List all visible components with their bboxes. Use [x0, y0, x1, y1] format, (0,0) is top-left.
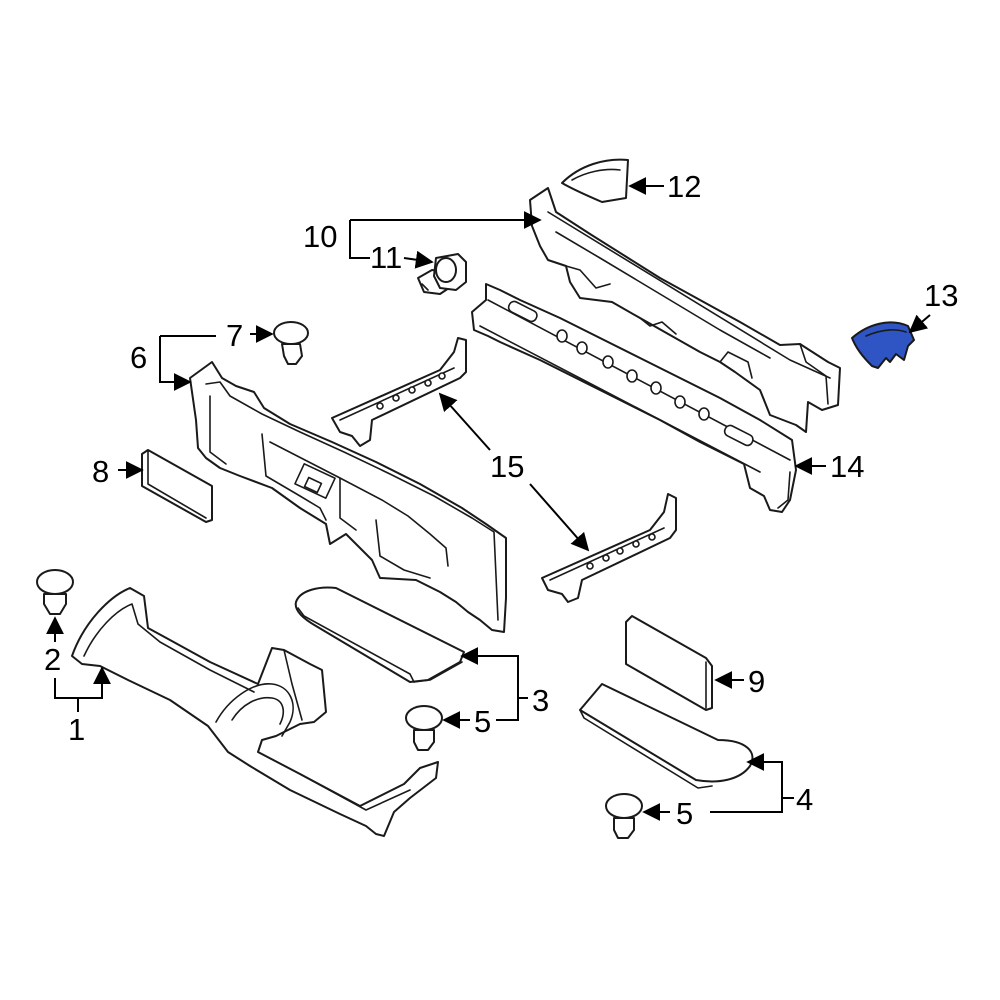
part-11-push-clip[interactable] [417, 253, 467, 295]
callout-5-lower: 5 [676, 796, 693, 831]
callout-labels: 12 10 11 13 7 6 8 14 15 2 1 3 5 9 4 5 [44, 169, 958, 831]
callout-13: 13 [924, 278, 958, 313]
part-2-clip[interactable] [36, 569, 74, 615]
callout-7: 7 [226, 318, 243, 353]
callout-2: 2 [44, 642, 61, 677]
callout-10: 10 [303, 219, 337, 254]
callout-14: 14 [830, 449, 864, 484]
callout-12: 12 [667, 169, 701, 204]
part-12-end-cap[interactable] [561, 158, 629, 203]
callout-8: 8 [92, 454, 109, 489]
part-3-pad[interactable] [294, 586, 465, 683]
callout-9: 9 [748, 664, 765, 699]
part-6-rear-panel[interactable] [189, 361, 507, 633]
part-15-bracket-lower[interactable] [541, 493, 677, 603]
callout-11: 11 [370, 240, 402, 275]
part-14-crossmember[interactable] [471, 283, 797, 513]
part-5-clip-lower[interactable] [605, 793, 643, 839]
part-13-bracket-highlighted[interactable] [851, 321, 915, 369]
part-9-pad[interactable] [625, 615, 713, 711]
callout-4: 4 [796, 782, 813, 817]
part-7-clip[interactable] [273, 321, 309, 365]
callout-15: 15 [490, 449, 524, 484]
callout-6: 6 [130, 340, 147, 375]
callout-5-upper: 5 [474, 704, 491, 739]
leader-lines [46, 177, 931, 821]
part-1-lower-trim[interactable] [71, 587, 439, 837]
callout-1: 1 [68, 712, 85, 747]
part-15-bracket-upper[interactable] [331, 337, 467, 447]
part-10-upper-rail[interactable] [529, 187, 841, 433]
callout-3: 3 [532, 683, 549, 718]
part-4-pad[interactable] [579, 683, 754, 789]
part-5-clip-upper[interactable] [405, 705, 443, 751]
part-8-pad[interactable] [141, 449, 213, 523]
